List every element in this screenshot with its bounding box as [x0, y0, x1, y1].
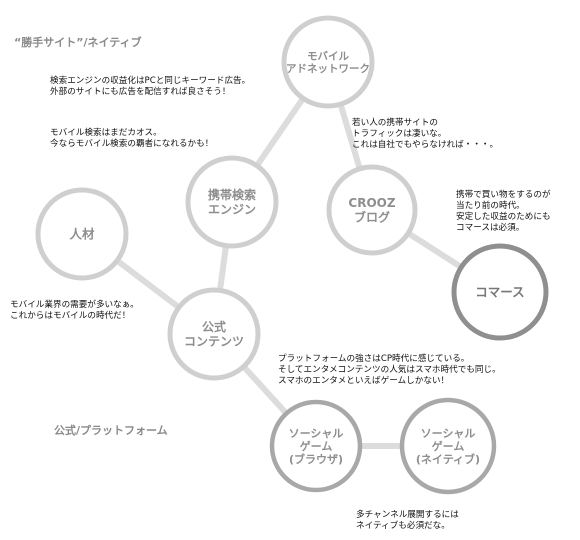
- note-line: 検索エンジンの収益化はPCと同じキーワード広告。: [50, 76, 251, 86]
- node-label: ソーシャル: [289, 427, 344, 440]
- note-line: そしてエンタメコンテンツの人気はスマホ時代でも同じ。: [278, 365, 501, 375]
- note-line: 安定した収益のためにも: [456, 212, 551, 222]
- node-label: モバイル: [307, 50, 349, 62]
- note-line: 若い人の携帯サイトの: [352, 118, 438, 128]
- node-circle: [185, 155, 279, 249]
- node-label: ゲーム: [432, 439, 465, 453]
- node-label: アドネットワーク: [286, 63, 370, 75]
- note-line: ネイティブも必須だな。: [356, 521, 450, 531]
- note-mobile-industry: モバイル業界の需要が多いなぁ。 これからはモバイルの時代だ！: [10, 300, 139, 322]
- note-multichannel: 多チャンネル展開するには ネイティブも必須だな。: [356, 510, 459, 532]
- section-label-bottom: 公式/プラットフォーム: [54, 424, 168, 437]
- node-label: ゲーム: [300, 439, 333, 453]
- node-label: ソーシャル: [421, 427, 476, 440]
- node-circle: [269, 399, 363, 493]
- node-label: 人材: [69, 227, 95, 242]
- node-label: ブログ: [354, 210, 390, 225]
- section-label-top: “勝手サイト”/ネイティブ: [14, 36, 142, 49]
- node-label: (ブラウザ): [289, 452, 343, 466]
- note-commerce: 携帯で買い物をするのが 当たり前の時代。 安定した収益のためにも コマースは必須…: [456, 190, 551, 234]
- node-label: 携帯検索: [208, 187, 256, 202]
- node-circle: [167, 287, 261, 381]
- note-line: スマホのエンタメといえばゲームしかない！: [278, 376, 450, 386]
- note-line: これからはモバイルの時代だ！: [10, 311, 131, 321]
- note-line: コマースは必須。: [456, 223, 525, 233]
- node-circle: [451, 243, 549, 341]
- note-mobile-search-chaos: モバイル検索はまだカオス。 今ならモバイル検索の覇者になれるかも！: [50, 128, 213, 150]
- note-line: モバイル検索はまだカオス。: [50, 128, 162, 138]
- node-label: コマース: [475, 285, 524, 300]
- node-circle: [35, 187, 129, 281]
- node-label: 公式: [202, 319, 226, 334]
- note-search-monetize: 検索エンジンの収益化はPCと同じキーワード広告。 外部のサイトにも広告を配信すれ…: [50, 76, 250, 98]
- note-line: プラットフォームの強さはCP時代に感じている。: [278, 354, 470, 364]
- node-label: エンジン: [208, 203, 256, 217]
- node-label: CROOZ: [348, 196, 395, 210]
- note-platform: プラットフォームの強さはCP時代に感じている。 そしてエンタメコンテンツの人気は…: [278, 354, 501, 387]
- node-circle: [281, 15, 375, 109]
- note-line: 当たり前の時代。: [456, 201, 525, 211]
- node-circle: [326, 164, 418, 256]
- node-label: (ネイティブ): [416, 452, 480, 466]
- note-line: 今ならモバイル検索の覇者になれるかも！: [50, 139, 214, 149]
- note-line: 多チャンネル展開するには: [356, 510, 459, 520]
- node-jinzai: 人材: [35, 187, 129, 281]
- note-line: トラフィックは凄いな。: [352, 129, 447, 139]
- node-commerce: コマース: [451, 243, 549, 341]
- node-label: コンテンツ: [184, 335, 244, 349]
- note-young-traffic: 若い人の携帯サイトの トラフィックは凄いな。 これは自社でもやらなければ・・・。: [352, 118, 498, 151]
- note-line: 外部のサイトにも広告を配信すれば良さそう！: [50, 87, 231, 97]
- note-line: これは自社でもやらなければ・・・。: [352, 140, 499, 150]
- node-circle: [399, 397, 497, 495]
- note-line: 携帯で買い物をするのが: [456, 190, 551, 200]
- note-line: モバイル業界の需要が多いなぁ。: [10, 300, 139, 310]
